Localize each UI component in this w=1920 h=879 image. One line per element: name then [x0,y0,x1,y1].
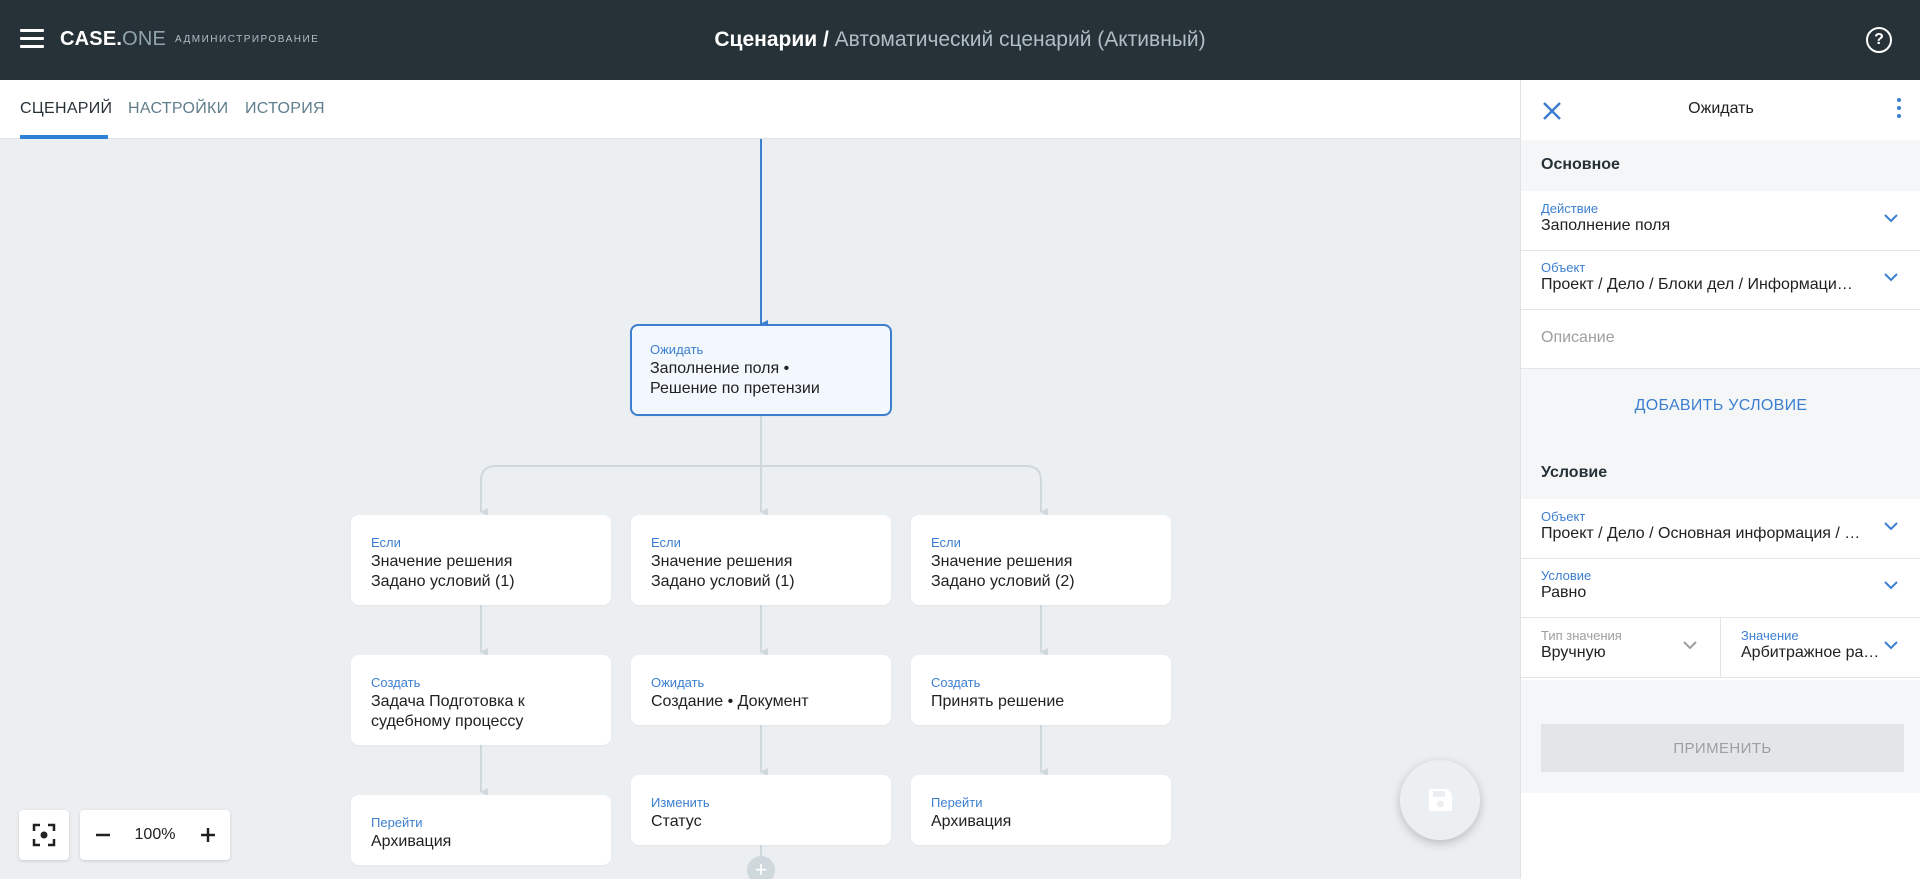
description-placeholder: Описание [1541,329,1615,346]
description-input[interactable]: Описание [1521,309,1920,369]
menu-icon[interactable] [20,29,44,51]
field-value: Проект / Дело / Основная информация / Ре… [1541,525,1861,542]
save-button[interactable] [1400,760,1480,840]
chevron-down-icon [1884,214,1898,223]
minus-icon [96,833,110,837]
close-icon[interactable] [1541,100,1563,122]
node-text: Архивация [931,813,1012,830]
object-select[interactable]: Объект Проект / Дело / Блоки дел / Инфор… [1521,250,1920,310]
breadcrumb-separator: / [817,28,835,51]
section-main-title: Основное [1521,140,1920,191]
flow-node-condition-2[interactable]: Если Значение решения Задано условий (1) [631,515,891,605]
top-bar: CASE.ONE АДМИНИСТРИРОВАНИЕ Сценарии / Ав… [0,0,1920,80]
node-text: Задано условий (1) [651,573,795,590]
flow-node-action-2[interactable]: Ожидать Создание • Документ [631,655,891,725]
node-text: Задача Подготовка к [371,693,525,710]
node-text: Значение решения [931,553,1073,570]
tab-settings[interactable]: НАСТРОЙКИ [128,100,229,117]
logo-accent: ONE [122,28,167,50]
panel-header: Ожидать [1521,80,1920,140]
field-value: Проект / Дело / Блоки дел / Информация п… [1541,276,1861,293]
node-text: Статус [651,813,702,830]
node-text: Принять решение [931,693,1065,710]
admin-label: АДМИНИСТРИРОВАНИЕ [175,34,320,45]
flow-connectors [480,139,1048,857]
add-condition-button[interactable]: ДОБАВИТЬ УСЛОВИЕ [1521,369,1920,448]
help-icon[interactable]: ? [1866,27,1892,53]
tab-bar: СЦЕНАРИЙ НАСТРОЙКИ ИСТОРИЯ [0,80,1520,139]
field-label: Объект [1541,509,1586,524]
flow-node-final-3[interactable]: Перейти Архивация [911,775,1171,845]
logo[interactable]: CASE.ONE [60,28,166,51]
node-text: Значение решения [651,553,793,570]
breadcrumb-root[interactable]: Сценарии [714,28,818,51]
scenario-canvas[interactable]: Ожидать Заполнение поля • Решение по пре… [0,139,1520,879]
field-label: Тип значения [1541,628,1622,643]
node-kind: Если [371,535,401,550]
chevron-down-icon [1884,522,1898,531]
chevron-down-icon [1884,641,1898,650]
node-text: Задано условий (1) [371,573,515,590]
node-kind: Перейти [371,815,423,830]
panel-title: Ожидать [1688,100,1754,117]
fit-to-screen-button[interactable] [19,810,69,860]
value-select[interactable]: Значение Арбитражное разбирательство [1721,618,1920,678]
flow-node-action-1[interactable]: Создать Задача Подготовка к судебному пр… [351,655,611,745]
action-select[interactable]: Действие Заполнение поля [1521,191,1920,251]
zoom-in-button[interactable] [186,810,230,860]
flow-node-action-3[interactable]: Создать Принять решение [911,655,1171,725]
node-kind: Создать [931,675,981,690]
field-value: Заполнение поля [1541,217,1671,234]
node-text: Значение решения [371,553,513,570]
node-kind: Перейти [931,795,983,810]
chevron-down-icon [1683,641,1697,650]
node-text: Задано условий (2) [931,573,1075,590]
zoom-control: 100% [80,810,230,860]
tab-indicator [20,135,108,139]
field-label: Значение [1741,628,1799,643]
flow-node-condition-1[interactable]: Если Значение решения Задано условий (1) [351,515,611,605]
node-text: Создание • Документ [651,693,809,710]
node-text: Архивация [371,833,452,850]
node-kind: Если [931,535,961,550]
node-kind: Создать [371,675,421,690]
node-kind: Изменить [651,795,710,810]
flow-node-final-2[interactable]: Изменить Статус [631,775,891,845]
condition-operator-select[interactable]: Условие Равно [1521,558,1920,618]
logo-main: CASE. [60,28,123,50]
field-label: Объект [1541,260,1586,275]
fit-screen-icon [32,823,56,847]
properties-panel: Ожидать Основное Действие Заполнение пол… [1520,80,1920,879]
section-condition-title: Условие [1521,448,1920,499]
add-step-button[interactable]: + [747,856,775,879]
chevron-down-icon [1884,581,1898,590]
field-value: Вручную [1541,644,1606,661]
chevron-down-icon [1884,273,1898,282]
node-text: Решение по претензии [650,380,820,397]
more-vert-icon[interactable] [1889,98,1909,122]
plus-icon [201,828,215,842]
node-text: судебному процессу [371,713,524,730]
zoom-out-button[interactable] [80,810,124,860]
apply-button[interactable]: ПРИМЕНИТЬ [1541,724,1904,772]
tab-scenario[interactable]: СЦЕНАРИЙ [20,100,113,117]
flow-node-condition-3[interactable]: Если Значение решения Задано условий (2) [911,515,1171,605]
field-label: Условие [1541,568,1592,583]
value-type-select[interactable]: Тип значения Вручную [1521,618,1721,678]
breadcrumb: Сценарии / Автоматический сценарий (Акти… [0,28,1920,52]
save-icon [1429,789,1452,811]
node-kind: Ожидать [650,342,704,357]
field-value: Арбитражное разбирательство [1741,644,1881,661]
field-label: Действие [1541,201,1599,216]
field-value: Равно [1541,584,1587,601]
breadcrumb-current: Автоматический сценарий (Активный) [834,28,1206,51]
flow-node-final-1[interactable]: Перейти Архивация [351,795,611,865]
node-kind: Если [651,535,681,550]
condition-object-select[interactable]: Объект Проект / Дело / Основная информац… [1521,499,1920,559]
node-text: Заполнение поля • [650,360,790,377]
node-kind: Ожидать [651,675,705,690]
tab-history[interactable]: ИСТОРИЯ [245,100,325,117]
flow-node-wait[interactable]: Ожидать Заполнение поля • Решение по пре… [630,324,892,416]
zoom-level: 100% [134,826,176,843]
